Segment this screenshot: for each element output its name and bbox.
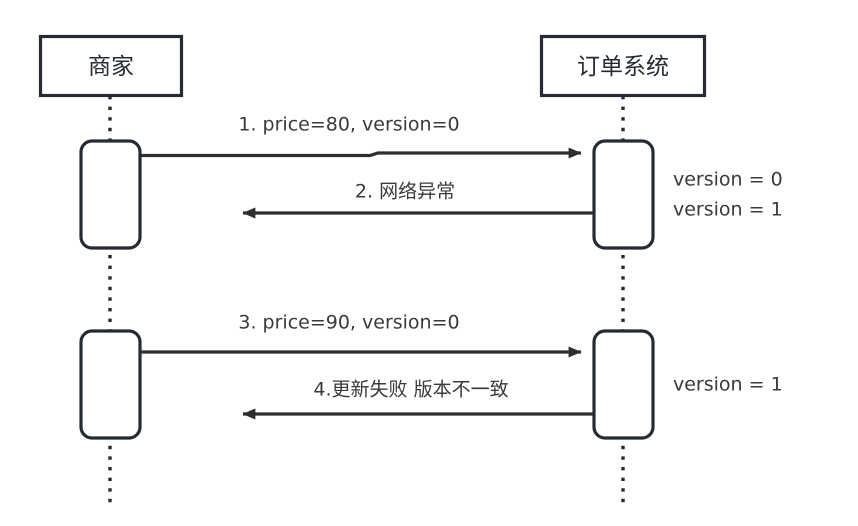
- message-label-1: 1. price=80, version=0: [238, 114, 459, 136]
- message-label-3: 3. price=90, version=0: [238, 312, 459, 334]
- activation-box-order-system-2: [592, 329, 655, 440]
- participant-header-merchant[interactable]: [38, 34, 184, 98]
- participant-label-merchant: 商家: [88, 54, 134, 80]
- activation-box-order-system-1: [592, 139, 655, 250]
- activation-box-merchant-1: [79, 139, 142, 250]
- message-label-4: 4.更新失败 版本不一致: [313, 379, 508, 401]
- message-label-2: 2. 网络异常: [355, 181, 455, 203]
- note-version-bottom-1: version = 1: [673, 374, 783, 396]
- message-arrow-1[interactable]: [141, 147, 582, 159]
- participant-label-order-system: 订单系统: [577, 54, 669, 80]
- participant-header-order-system[interactable]: [539, 34, 707, 98]
- activation-box-merchant-2: [79, 329, 142, 440]
- note-version-top-1: version = 0: [673, 169, 783, 191]
- note-version-top-2: version = 1: [673, 199, 783, 221]
